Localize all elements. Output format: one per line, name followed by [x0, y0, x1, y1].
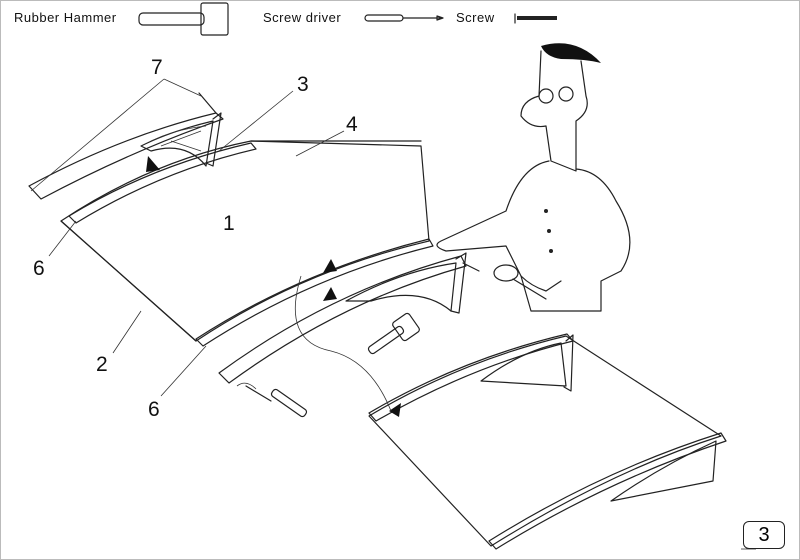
direction-arrows [146, 156, 401, 417]
tool-label-screw: Screw [456, 10, 495, 25]
top-bracket [28, 92, 224, 200]
screw-icon [514, 13, 557, 24]
callout-part-1: 1 [223, 212, 235, 235]
assembled-canopy [368, 333, 727, 550]
callout-leaders [30, 78, 756, 550]
callout-part-4: 4 [346, 113, 358, 136]
screw-driver-icon [364, 14, 444, 22]
bottom-bracket [218, 252, 480, 384]
callout-part-2: 2 [96, 353, 108, 376]
screwdriver-usage-icon [245, 385, 308, 418]
rubber-hammer-icon [138, 2, 229, 36]
polycarbonate-panel [60, 140, 434, 347]
callout-part-6-top: 6 [33, 257, 45, 280]
page-number: 3 [743, 521, 785, 549]
hammer-usage-icon [367, 312, 420, 355]
man-figure [436, 43, 631, 312]
tool-label-screw-driver: Screw driver [263, 10, 342, 25]
callout-part-3: 3 [297, 73, 309, 96]
tool-label-rubber-hammer: Rubber Hammer [14, 10, 117, 25]
callout-part-6-bottom: 6 [148, 398, 160, 421]
callout-part-7: 7 [151, 56, 163, 79]
